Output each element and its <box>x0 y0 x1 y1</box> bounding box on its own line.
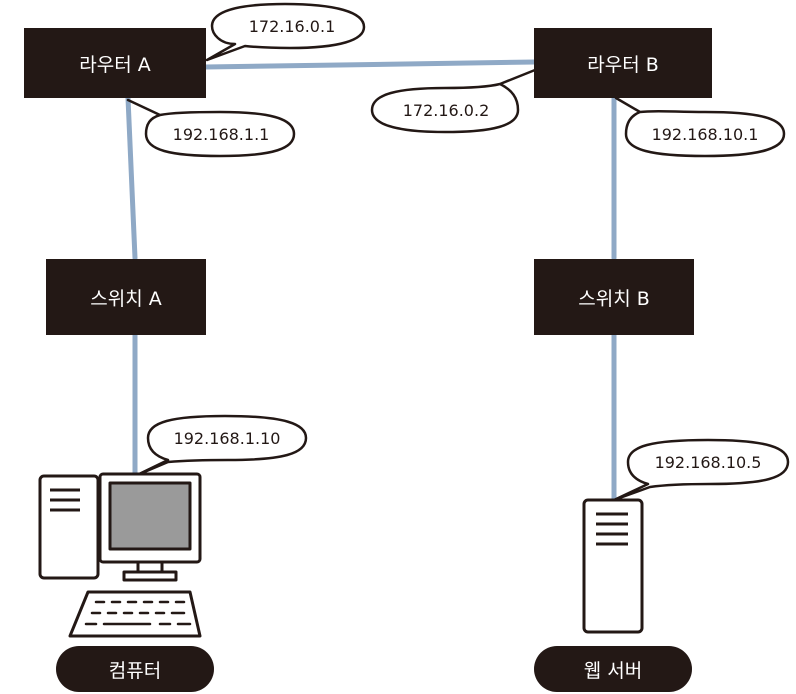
router-b-box: 라우터 B <box>534 28 712 98</box>
switch-b-label: 스위치 B <box>578 287 650 310</box>
computer-label: 컴퓨터 <box>56 646 214 692</box>
router-a-box: 라우터 A <box>24 28 206 98</box>
callout-server-ip <box>612 438 790 502</box>
callout-router-a-wan <box>205 2 366 62</box>
callout-router-b-wan <box>370 68 537 134</box>
switch-a-label: 스위치 A <box>90 287 162 310</box>
link-router-a-router-b <box>202 59 538 70</box>
router-a-lan-ip: 192.168.1.1 <box>172 124 270 144</box>
computer-ip: 192.168.1.10 <box>173 428 281 448</box>
callout-router-b-lan <box>614 96 786 158</box>
web-server-label: 웹 서버 <box>534 646 692 692</box>
router-b-lan-ip: 192.168.10.1 <box>651 124 759 144</box>
callout-computer-ip <box>133 414 308 478</box>
link-router-a-switch-a <box>125 95 138 261</box>
switch-b-box: 스위치 B <box>534 259 694 335</box>
switch-a-box: 스위치 A <box>46 259 206 335</box>
router-a-wan-ip: 172.16.0.1 <box>248 16 336 36</box>
server-ip: 192.168.10.5 <box>654 452 762 472</box>
router-b-label: 라우터 B <box>587 53 659 76</box>
router-b-wan-ip: 172.16.0.2 <box>402 100 490 120</box>
desktop-computer-icon <box>38 472 202 638</box>
router-a-label: 라우터 A <box>79 53 151 76</box>
callout-router-a-lan <box>126 98 296 158</box>
server-tower-icon <box>582 498 644 634</box>
